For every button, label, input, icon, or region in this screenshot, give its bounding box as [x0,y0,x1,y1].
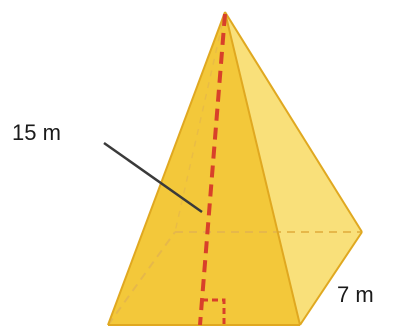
edge-front-left [107,11,226,326]
hidden-lateral-edge [174,11,226,233]
base-edge-label: 7 m [337,282,374,307]
hidden-base-edge-left [107,231,176,326]
height-leader-line [103,141,203,214]
height-line [198,13,227,326]
edge-base-right [299,231,363,326]
edge-front-right [224,11,301,326]
pyramid-right-face [225,12,362,325]
edge-right-back [224,11,363,233]
right-angle-marker [202,298,226,325]
height-label: 15 m [12,120,61,145]
pyramid-front-face [108,12,300,325]
